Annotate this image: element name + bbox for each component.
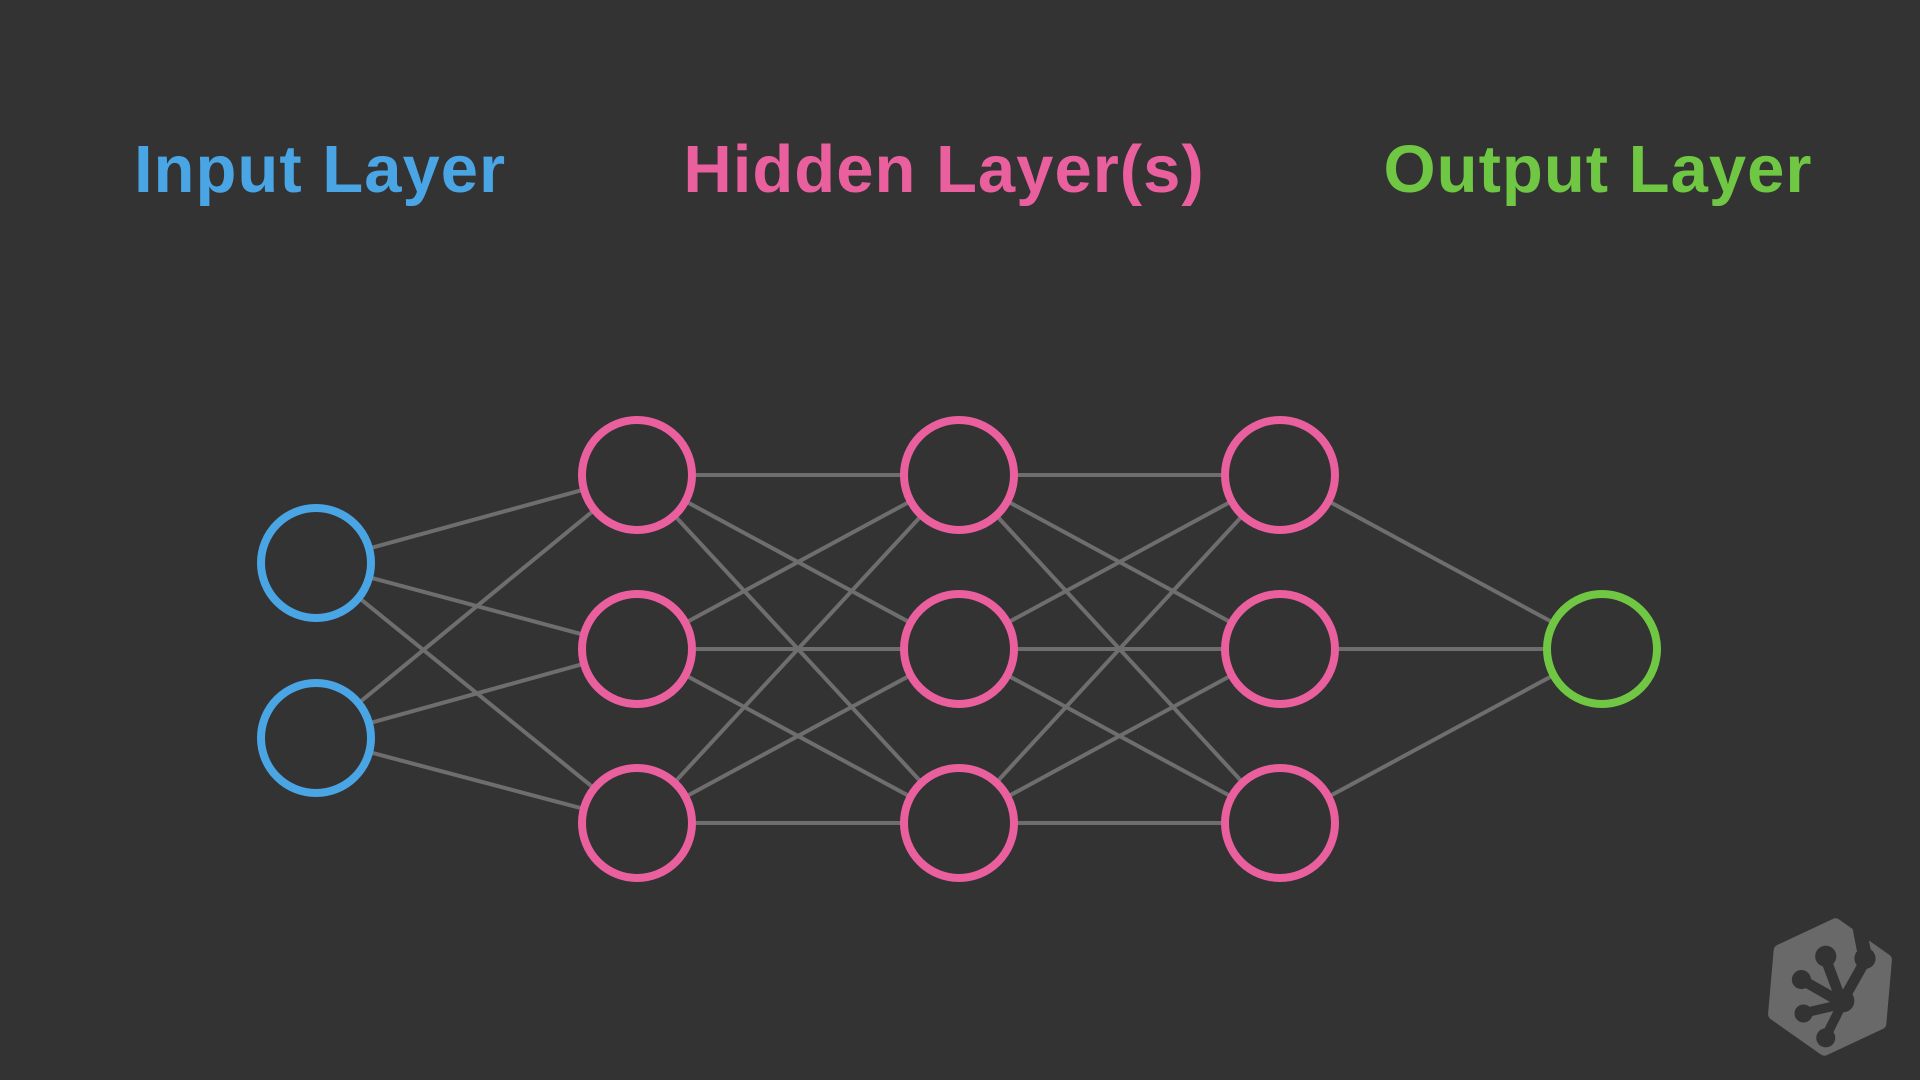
edge-hidden-1-to-hidden-2 bbox=[635, 473, 961, 825]
node-hidden-1-2 bbox=[578, 590, 696, 708]
edge-hidden-1-to-hidden-2 bbox=[636, 473, 960, 651]
edge-hidden-2-to-hidden-3 bbox=[958, 473, 1281, 651]
node-hidden-2-2 bbox=[900, 590, 1018, 708]
output-layer-label: Output Layer bbox=[1383, 132, 1813, 207]
edge-hidden-1-to-hidden-2 bbox=[636, 647, 960, 825]
node-input-1 bbox=[257, 504, 375, 622]
node-input-2 bbox=[257, 679, 375, 797]
hidden-layers-label: Hidden Layer(s) bbox=[683, 132, 1205, 207]
node-hidden-2-3 bbox=[900, 764, 1018, 882]
node-hidden-3-1 bbox=[1221, 416, 1339, 534]
edge-hidden-2-to-hidden-3 bbox=[957, 473, 1282, 825]
hexagon-footprint-logo bbox=[1768, 916, 1892, 1056]
node-hidden-2-1 bbox=[900, 416, 1018, 534]
node-hidden-1-3 bbox=[578, 764, 696, 882]
node-hidden-1-1 bbox=[578, 416, 696, 534]
node-output-1 bbox=[1543, 590, 1661, 708]
edge-hidden-3-to-output bbox=[1279, 473, 1603, 651]
edge-input-to-hidden-1 bbox=[314, 473, 639, 740]
input-layer-label: Input Layer bbox=[133, 132, 507, 207]
node-hidden-3-2 bbox=[1221, 590, 1339, 708]
edge-hidden-2-to-hidden-3 bbox=[958, 647, 1281, 825]
node-hidden-3-3 bbox=[1221, 764, 1339, 882]
footprint-cutout bbox=[1791, 916, 1876, 1048]
edge-hidden-3-to-output bbox=[1279, 647, 1603, 825]
